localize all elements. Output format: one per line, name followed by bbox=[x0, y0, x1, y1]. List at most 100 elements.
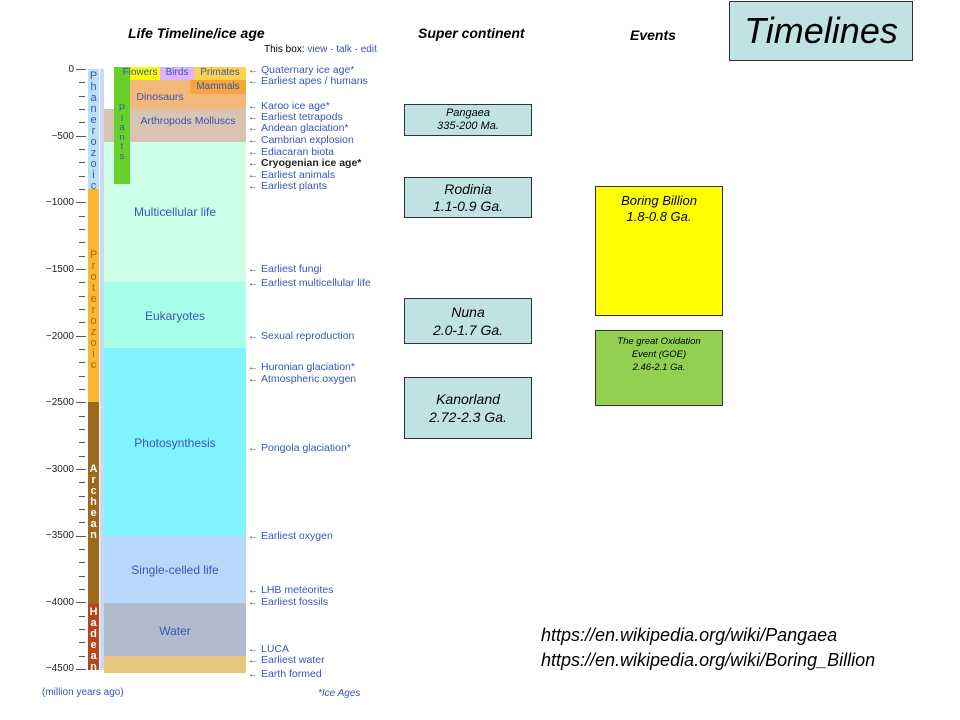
minor-tick bbox=[79, 442, 85, 443]
event-label: Earliest tetrapods bbox=[261, 111, 343, 123]
event-item[interactable]: ←Earliest animals bbox=[248, 169, 335, 181]
nuna-name: Nuna bbox=[451, 304, 485, 320]
hadean-letter: e bbox=[90, 639, 97, 651]
event-item[interactable]: ←Sexual reproduction bbox=[248, 330, 354, 342]
event-item[interactable]: ←Earliest tetrapods bbox=[248, 111, 343, 123]
edit-link[interactable]: edit bbox=[360, 44, 377, 55]
primates-band bbox=[194, 67, 246, 80]
event-item[interactable]: ←Atmospheric oxygen bbox=[248, 373, 356, 385]
arrow-left-icon: ← bbox=[248, 157, 258, 169]
boring-billion-box: Boring Billion 1.8-0.8 Ga. bbox=[595, 186, 723, 316]
proterozoic-letter: r bbox=[91, 304, 96, 316]
event-item[interactable]: ←Huronian glaciation* bbox=[248, 361, 355, 373]
minor-tick bbox=[79, 522, 85, 523]
eukaryotes-band bbox=[104, 282, 246, 348]
archean-letter: a bbox=[90, 518, 97, 530]
major-tick bbox=[76, 136, 86, 137]
event-item[interactable]: ←Earliest multicellular life bbox=[248, 277, 371, 289]
event-label: Earliest apes / humans bbox=[261, 75, 368, 87]
plants-letter: l bbox=[120, 112, 124, 124]
boring-billion-range: 1.8-0.8 Ga. bbox=[626, 209, 692, 224]
event-item[interactable]: ←Pongola glaciation* bbox=[248, 442, 351, 454]
major-tick bbox=[76, 202, 86, 203]
minor-tick bbox=[79, 96, 85, 97]
event-label: Quaternary ice age* bbox=[261, 64, 355, 76]
plants-letter: n bbox=[119, 131, 125, 143]
event-item[interactable]: ←Ediacaran biota bbox=[248, 146, 334, 158]
event-item[interactable]: ←LHB meteorites bbox=[248, 584, 333, 596]
boring-billion-name: Boring Billion bbox=[621, 193, 697, 208]
view-link[interactable]: view bbox=[307, 44, 328, 55]
goe-range: 2.46-2.1 Ga. bbox=[632, 362, 686, 373]
event-item[interactable]: ←Earth formed bbox=[248, 668, 322, 680]
goe-box: The great Oxidation Event (GOE) 2.46-2.1… bbox=[595, 330, 723, 406]
phanerozoic-letter: r bbox=[91, 125, 96, 137]
event-item[interactable]: ←Andean glaciation* bbox=[248, 122, 349, 134]
scale-label-2500: −2500 bbox=[45, 397, 74, 408]
timelines-title: Timelines bbox=[729, 1, 913, 61]
talk-link[interactable]: talk bbox=[336, 44, 352, 55]
event-label: Sexual reproduction bbox=[261, 330, 355, 342]
phanerozoic-letter: c bbox=[90, 180, 97, 192]
proterozoic-letter: z bbox=[90, 326, 97, 338]
eukaryotes-label: Eukaryotes bbox=[144, 309, 206, 323]
minor-tick bbox=[79, 629, 85, 630]
minor-tick bbox=[79, 242, 85, 243]
water-label: Water bbox=[159, 624, 191, 638]
birds-label: Birds bbox=[165, 67, 189, 78]
archean-letter: e bbox=[90, 507, 97, 519]
scale-label-0: 0 bbox=[68, 64, 74, 75]
major-tick bbox=[76, 336, 86, 337]
event-item[interactable]: ←Earliest fossils bbox=[248, 596, 328, 608]
plants-letter: t bbox=[120, 141, 124, 152]
event-label: Huronian glaciation* bbox=[261, 361, 355, 373]
event-item[interactable]: ←Earliest oxygen bbox=[248, 530, 333, 542]
boring-billion-url[interactable]: https://en.wikipedia.org/wiki/Boring_Bil… bbox=[541, 650, 876, 670]
kanorland-range: 2.72-2.3 Ga. bbox=[429, 409, 507, 425]
minor-tick bbox=[79, 122, 85, 123]
plants-letter: a bbox=[119, 122, 125, 133]
nuna-range: 2.0-1.7 Ga. bbox=[432, 322, 504, 338]
event-item[interactable]: ←Earliest plants bbox=[248, 180, 327, 192]
proterozoic-letter: r bbox=[91, 260, 96, 272]
event-item[interactable]: ←Earliest water bbox=[248, 654, 325, 666]
link-separator: · bbox=[354, 44, 358, 55]
pangaea-url[interactable]: https://en.wikipedia.org/wiki/Pangaea bbox=[541, 625, 838, 645]
event-label: Karoo ice age* bbox=[261, 100, 330, 112]
archean-letter: c bbox=[90, 485, 97, 497]
phanerozoic-letter: h bbox=[90, 81, 97, 93]
arrow-left-icon: ← bbox=[248, 361, 258, 373]
minor-tick bbox=[79, 509, 85, 510]
proterozoic-letter: P bbox=[89, 249, 98, 261]
arrow-left-icon: ← bbox=[248, 75, 258, 87]
arrow-left-icon: ← bbox=[248, 373, 258, 385]
minor-tick bbox=[79, 616, 85, 617]
rodinia-range: 1.1-0.9 Ga. bbox=[432, 197, 504, 214]
primates-label: Primates bbox=[200, 67, 240, 78]
event-label: Earth formed bbox=[261, 668, 322, 680]
event-label: Andean glaciation* bbox=[261, 122, 349, 134]
plants-letter: P bbox=[118, 103, 126, 114]
arthropods-label: Arthropods Molluscs bbox=[140, 115, 236, 127]
minor-tick bbox=[79, 189, 85, 190]
event-item[interactable]: ←Quaternary ice age* bbox=[248, 64, 354, 76]
event-item[interactable]: ←Karoo ice age* bbox=[248, 100, 330, 112]
event-item[interactable]: ←Cambrian explosion bbox=[248, 134, 354, 146]
event-item[interactable]: ←Earliest apes / humans bbox=[248, 75, 368, 87]
arrow-left-icon: ← bbox=[248, 122, 258, 134]
water-band bbox=[104, 603, 246, 656]
event-item[interactable]: ←Earliest fungi bbox=[248, 263, 322, 275]
hadean-letter: H bbox=[89, 606, 98, 618]
major-tick bbox=[76, 602, 86, 603]
major-tick bbox=[76, 536, 86, 537]
minor-tick bbox=[79, 456, 85, 457]
minor-tick bbox=[79, 216, 85, 217]
arrow-left-icon: ← bbox=[248, 263, 258, 275]
minor-tick bbox=[79, 642, 85, 643]
event-item[interactable]: ←Cryogenian ice age* bbox=[248, 157, 361, 169]
event-item[interactable]: ←LUCA bbox=[248, 643, 289, 655]
minor-tick bbox=[79, 176, 85, 177]
